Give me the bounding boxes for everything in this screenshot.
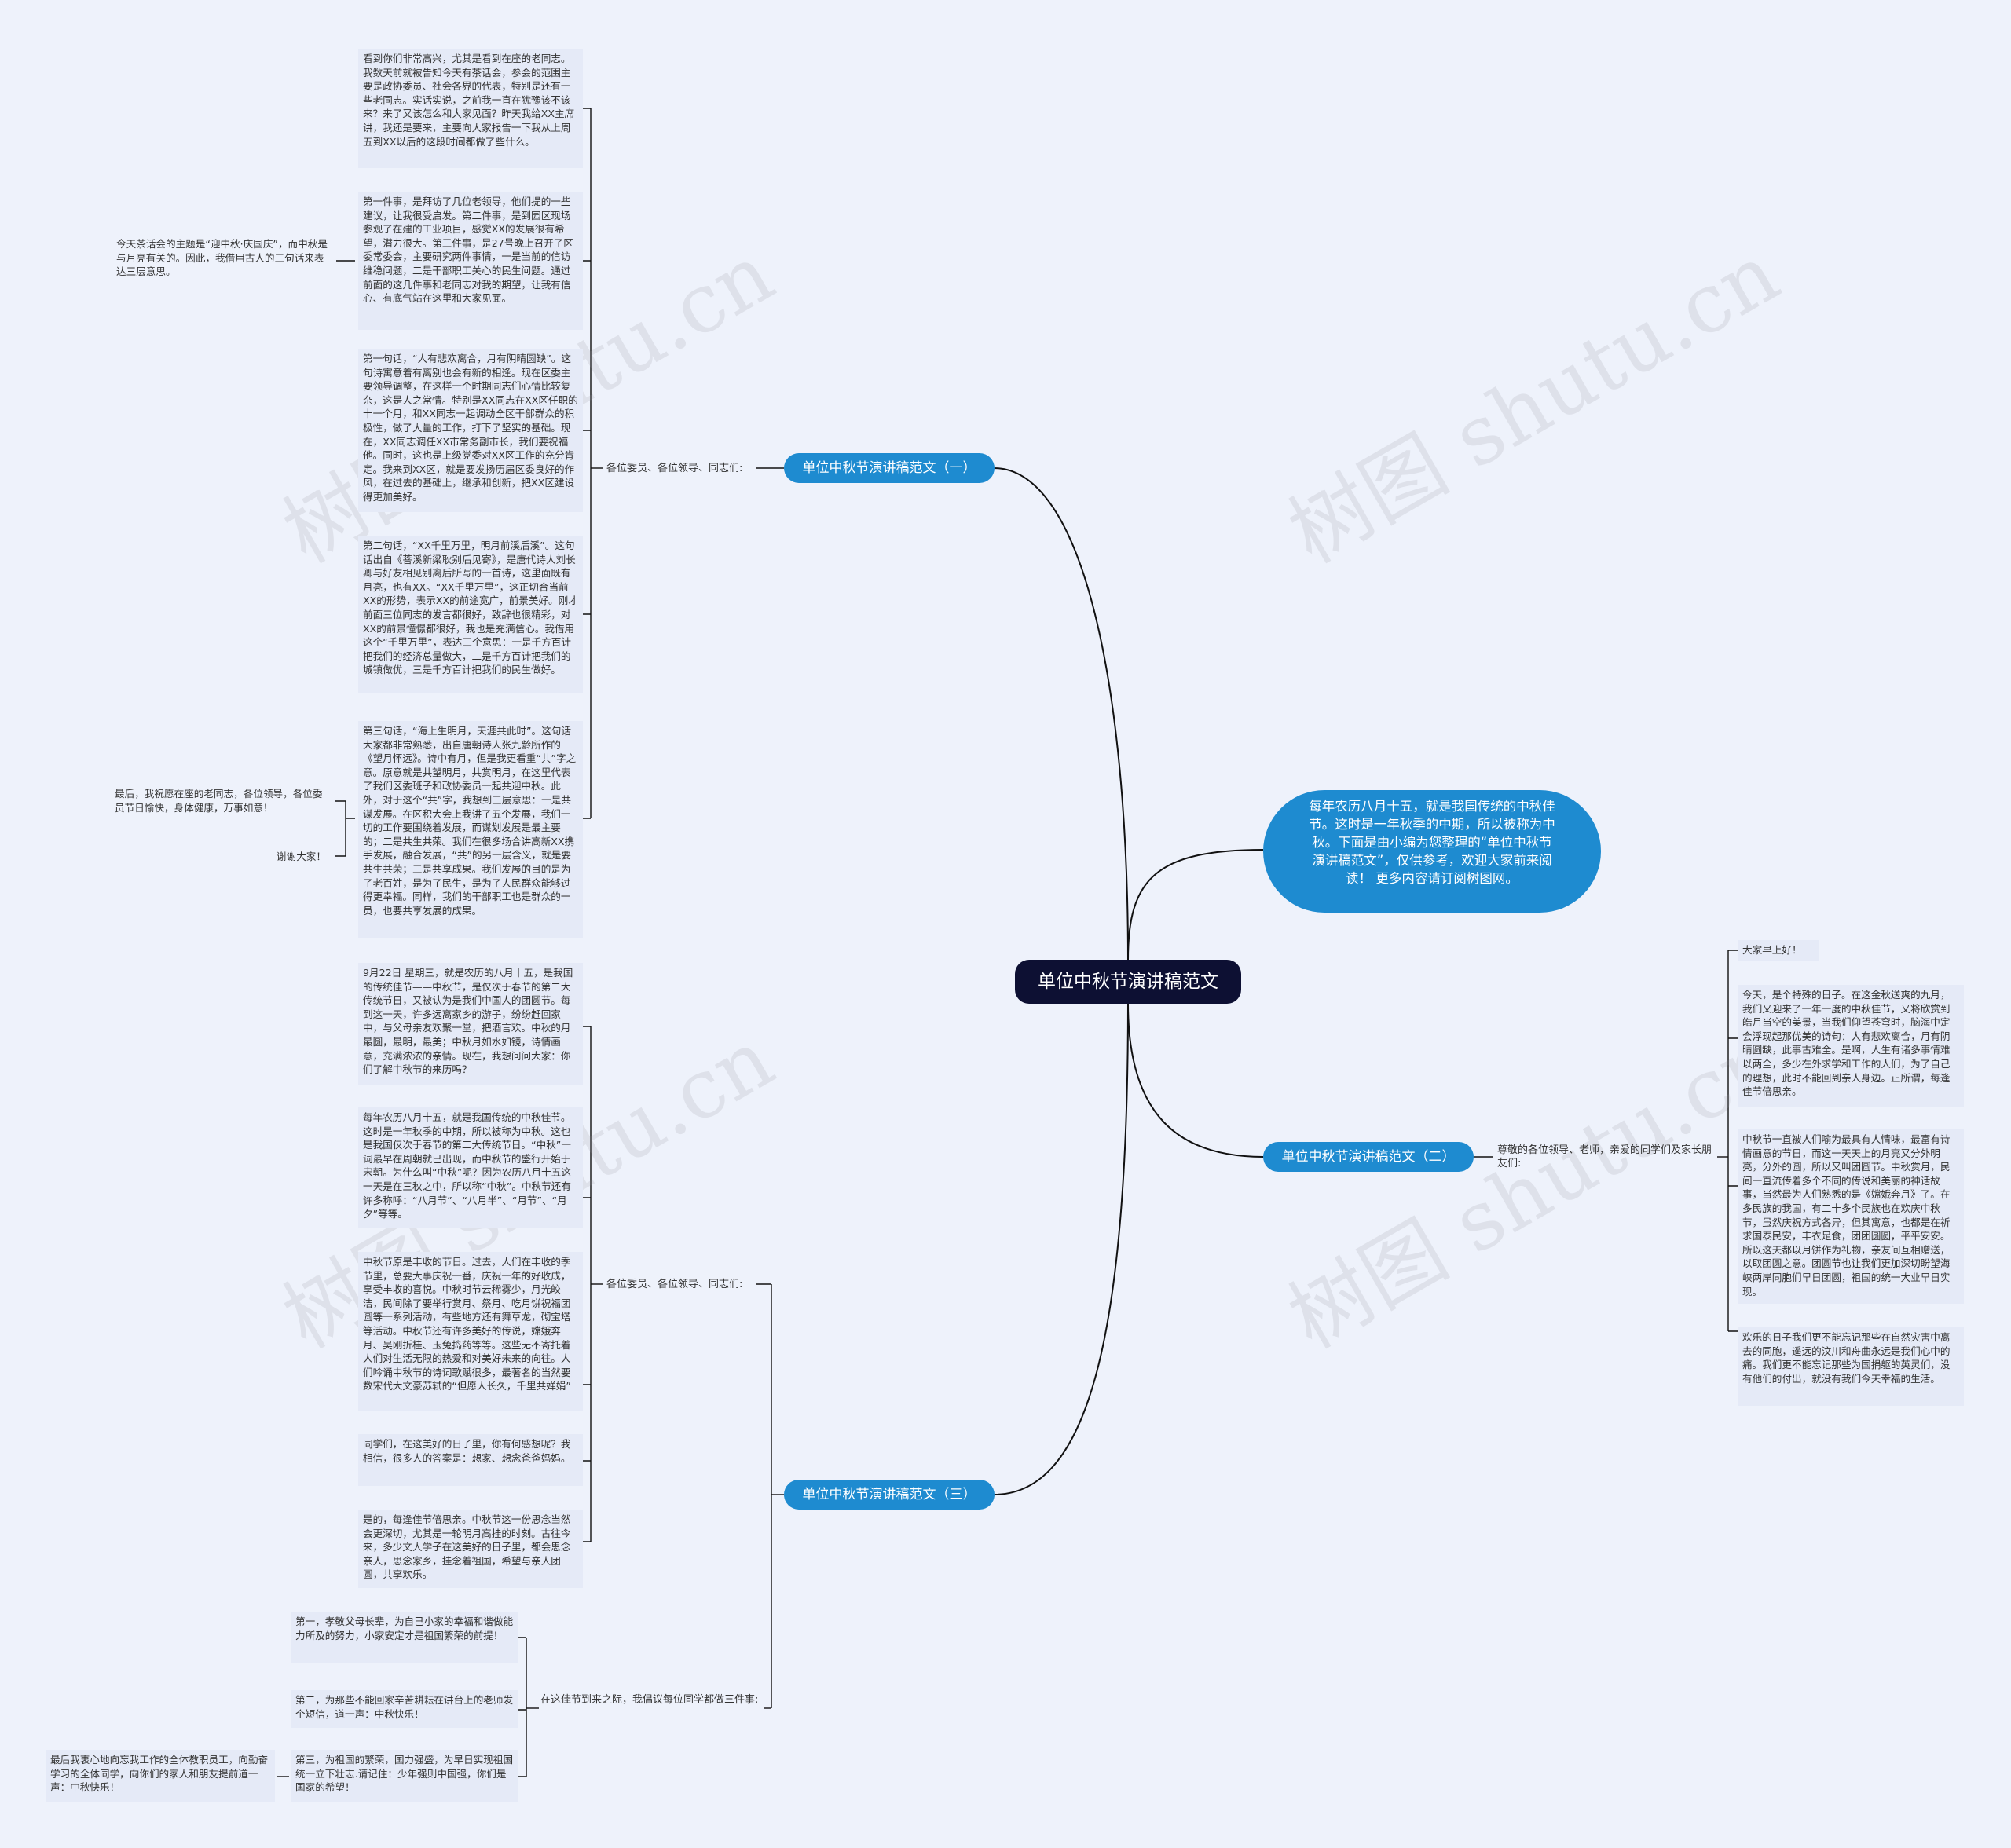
branch-2-item-3[interactable]: 中秋节一直被人们喻为最具有人情味，最富有诗情画意的节日，而这一天天上的月亮又分外…: [1738, 1129, 1964, 1304]
branch-1-thanks[interactable]: 谢谢大家！: [277, 851, 326, 862]
branch-2-item-1[interactable]: 大家早上好！: [1738, 940, 1819, 961]
branch-3-item-3[interactable]: 中秋节原是丰收的节日。过去，人们在丰收的季节里，总要大事庆祝一番，庆祝一年的好收…: [358, 1252, 583, 1411]
branch-3-task-1[interactable]: 第一，孝敬父母长辈，为自己小家的幸福和谐做能力所及的努力，小家安定才是祖国繁荣的…: [291, 1612, 518, 1663]
branch-3-subtitle: 各位委员、各位领导、同志们:: [606, 1279, 743, 1290]
branch-2-item-2[interactable]: 今天，是个特殊的日子。在这金秋送爽的九月，我们又迎来了一年一度的中秋佳节，又将欣…: [1738, 985, 1964, 1107]
branch-2-subtitle: 尊敬的各位领导、老师，亲爱的同学们及家长朋友们:: [1497, 1144, 1712, 1169]
branch-3-item-2[interactable]: 每年农历八月十五，就是我国传统的中秋佳节。这时是一年秋季的中期，所以被称为中秋。…: [358, 1107, 583, 1228]
branch-3-item-1[interactable]: 9月22日 星期三，就是农历的八月十五，是我国的传统佳节——中秋节，是仅次于春节…: [358, 963, 583, 1085]
branch-3-task-3[interactable]: 第三，为祖国的繁荣，国力强盛，为早日实现祖国统一立下壮志.请记住：少年强则中国强…: [291, 1750, 518, 1802]
branch-1-item-2[interactable]: 第一件事，是拜访了几位老领导，他们提的一些建议，让我很受启发。第二件事，是到园区…: [358, 192, 583, 330]
branch-3-proposal: 在这佳节到来之际，我倡议每位同学都做三件事:: [540, 1694, 759, 1706]
branch-node-1[interactable]: 单位中秋节演讲稿范文（一）: [784, 453, 995, 483]
branch-1-item-5[interactable]: 第三句话，“海上生明月，天涯共此时”。这句话大家都非常熟悉，出自唐朝诗人张九龄所…: [358, 721, 583, 938]
intro-node[interactable]: 每年农历八月十五，就是我国传统的中秋佳节。这时是一年秋季的中期，所以被称为中秋。…: [1263, 790, 1601, 913]
branch-3-item-5[interactable]: 是的，每逢佳节倍思亲。中秋节这一份思念当然会更深切，尤其是一轮明月高挂的时刻。古…: [358, 1510, 583, 1588]
branch-3-item-4[interactable]: 同学们，在这美好的日子里，你有何感想呢？我相信，很多人的答案是：想家、想念爸爸妈…: [358, 1434, 583, 1486]
branch-3-closing[interactable]: 最后我衷心地向忘我工作的全体教职员工，向勤奋学习的全体同学，向你们的家人和朋友提…: [46, 1750, 275, 1802]
branch-1-subtitle: 各位委员、各位领导、同志们:: [606, 463, 743, 474]
branch-2-item-4[interactable]: 欢乐的日子我们更不能忘记那些在自然灾害中离去的同胞，遥远的汶川和舟曲永远是我们心…: [1738, 1327, 1964, 1406]
branch-node-3[interactable]: 单位中秋节演讲稿范文（三）: [784, 1480, 995, 1510]
branch-1-closing[interactable]: 最后，我祝愿在座的老同志，各位领导，各位委员节日愉快，身体健康，万事如意！: [115, 788, 323, 814]
branch-1-side-note[interactable]: 今天茶话会的主题是“迎中秋·庆国庆”，而中秋是与月亮有关的。因此，我借用古人的三…: [116, 238, 328, 278]
branch-3-task-2[interactable]: 第二，为那些不能回家辛苦耕耘在讲台上的老师发个短信，道一声：中秋快乐！: [291, 1690, 518, 1728]
root-node[interactable]: 单位中秋节演讲稿范文: [1015, 960, 1241, 1004]
branch-1-item-3[interactable]: 第一句话，“人有悲欢离合，月有阴晴圆缺”。这句诗寓意着有离别也会有新的相逢。现在…: [358, 349, 583, 512]
branch-1-item-4[interactable]: 第二句话，“XX千里万里，明月前溪后溪”。这句话出自《菩溪新梁耿别后见寄》，是唐…: [358, 536, 583, 693]
branch-1-item-1[interactable]: 看到你们非常高兴，尤其是看到在座的老同志。我数天前就被告知今天有茶话会，参会的范…: [358, 49, 583, 168]
branch-node-2[interactable]: 单位中秋节演讲稿范文（二）: [1263, 1142, 1474, 1172]
